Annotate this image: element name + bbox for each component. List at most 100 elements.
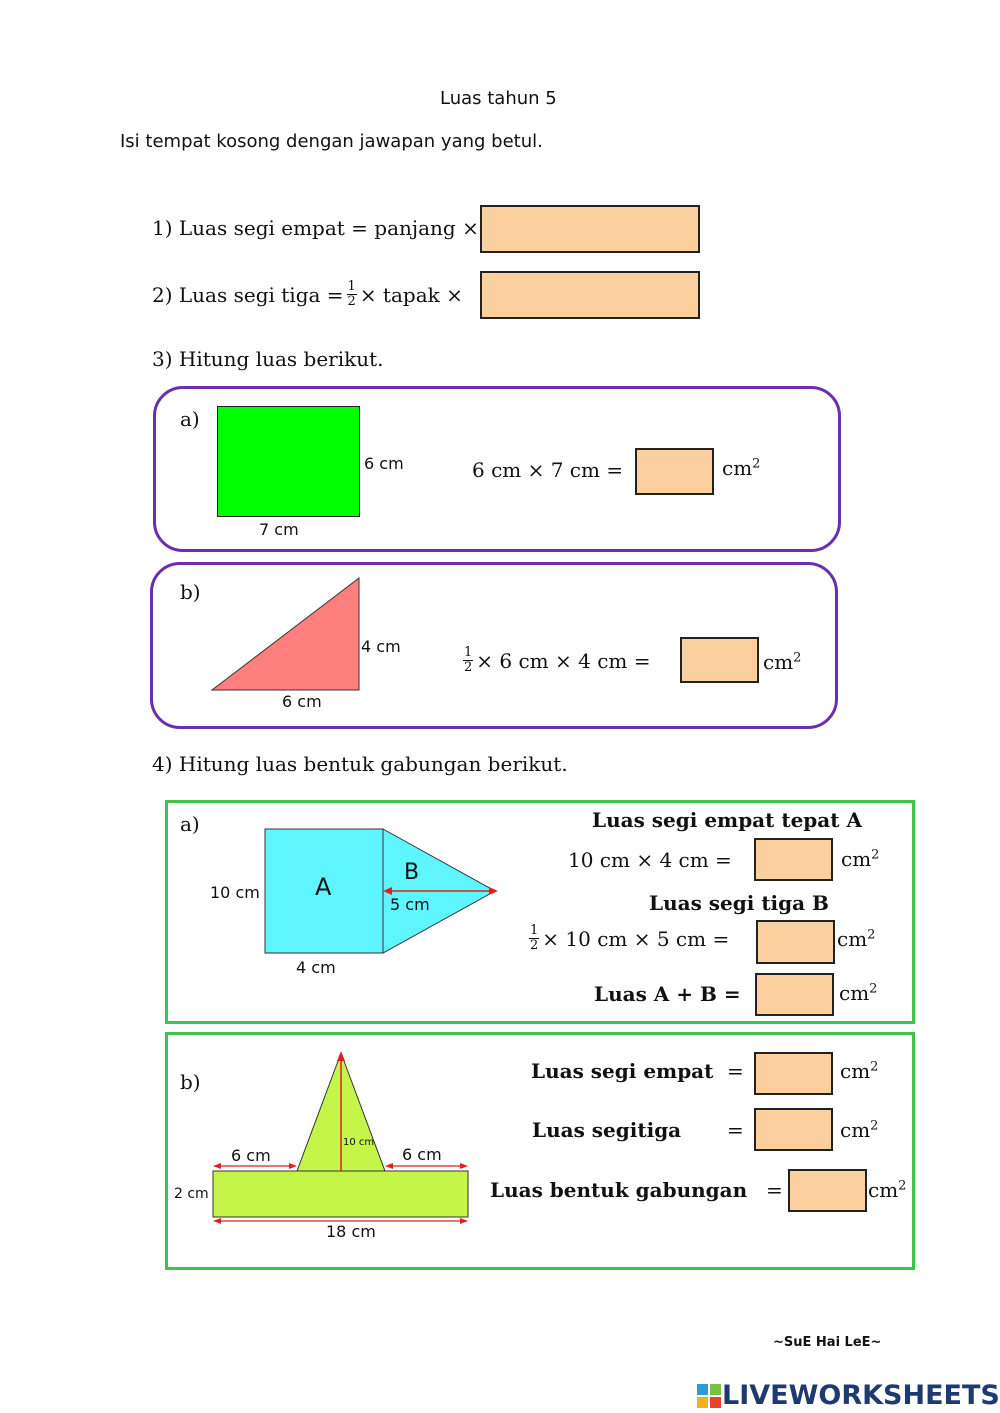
q3b-label: b) <box>180 580 201 604</box>
question-1: 1) Luas segi empat = panjang × <box>152 216 479 240</box>
q4a-unit-2: cm2 <box>837 927 875 951</box>
answer-field-q4a-total[interactable] <box>755 973 834 1016</box>
shape-label-b: B <box>404 860 420 885</box>
heading-triangle-b: Luas segi tiga B <box>649 891 829 915</box>
q3a-frame <box>153 386 841 552</box>
composite-shape-a <box>264 828 498 954</box>
answer-field-q4b-rectangle[interactable] <box>754 1052 833 1095</box>
unit: cm <box>837 927 868 951</box>
q4a-width-label: 4 cm <box>296 958 336 977</box>
q4b-rect-height-label: 2 cm <box>174 1186 209 1202</box>
q4a-expression-3: Luas A + B = <box>594 982 741 1006</box>
fraction-numerator: 1 <box>346 279 357 295</box>
fraction-numerator: 1 <box>463 645 474 661</box>
question-number: 4) <box>152 752 173 776</box>
q4b-frame <box>165 1032 915 1270</box>
unit: cm <box>722 456 753 480</box>
page-title: Luas tahun 5 <box>440 88 557 109</box>
q4b-triangle-label: Luas segitiga <box>532 1118 682 1142</box>
instruction: Isi tempat kosong dengan jawapan yang be… <box>120 131 543 152</box>
unit-exponent: 2 <box>870 1059 879 1075</box>
question-text: Luas segi tiga = <box>178 282 344 307</box>
question-number: 1) <box>152 216 173 240</box>
equals-sign: = <box>727 1118 744 1142</box>
unit-exponent: 2 <box>870 1118 879 1134</box>
question-number: 3) <box>152 347 173 371</box>
q4b-right-label: 6 cm <box>402 1145 442 1164</box>
answer-field-q2[interactable] <box>480 271 700 319</box>
author-signature: ~SuE Hai LeE~ <box>773 1335 882 1350</box>
q3a-expression: 6 cm × 7 cm = <box>472 458 624 482</box>
question-4: 4) Hitung luas bentuk gabungan berikut. <box>152 752 568 776</box>
q4a-expression-1: 10 cm × 4 cm = <box>568 848 732 872</box>
answer-field-q4a-triangle[interactable] <box>756 920 835 964</box>
q4b-rect-width-label: 18 cm <box>326 1222 376 1241</box>
q4a-unit-3: cm2 <box>839 981 877 1005</box>
q4b-unit-1: cm2 <box>840 1059 878 1083</box>
unit-exponent: 2 <box>752 456 761 472</box>
q3b-frame <box>150 562 838 729</box>
red-triangle <box>210 576 360 691</box>
q3a-unit: cm2 <box>722 456 760 480</box>
q4b-triangle-height-label: 10 cm <box>343 1137 375 1148</box>
fraction-numerator: 1 <box>529 923 540 939</box>
brand-name: LIVEWORKSHEETS <box>722 1380 1000 1411</box>
q4a-frame <box>165 800 915 1024</box>
q4b-composite-label: Luas bentuk gabungan <box>490 1178 748 1202</box>
unit-exponent: 2 <box>871 847 880 863</box>
unit-exponent: 2 <box>869 981 878 997</box>
q4b-left-label: 6 cm <box>231 1146 271 1165</box>
fraction-denominator: 2 <box>347 294 356 309</box>
expression-text: × 6 cm × 4 cm = <box>476 648 651 673</box>
unit: cm <box>763 650 794 674</box>
liveworksheets-logo-icon <box>697 1383 721 1408</box>
unit: cm <box>868 1178 899 1202</box>
fraction-denominator: 2 <box>530 938 539 953</box>
q4a-unit-1: cm2 <box>841 847 879 871</box>
question-text: Hitung luas bentuk gabungan berikut. <box>178 752 568 776</box>
heading-rectangle-a: Luas segi empat tepat A <box>592 808 862 832</box>
q4b-unit-3: cm2 <box>868 1178 906 1202</box>
q3b-base-label: 6 cm <box>282 692 322 711</box>
answer-field-q1[interactable] <box>480 205 700 253</box>
question-text: Hitung luas berikut. <box>178 347 384 371</box>
fraction-denominator: 2 <box>464 660 473 675</box>
q4a-height-label: 10 cm <box>210 883 260 902</box>
answer-field-q4b-total[interactable] <box>788 1169 867 1212</box>
equals-sign: = <box>766 1178 783 1202</box>
green-rectangle <box>217 406 360 517</box>
liveworksheets-logo: LIVEWORKSHEETS <box>697 1380 1000 1411</box>
unit: cm <box>839 981 870 1005</box>
unit-exponent: 2 <box>898 1178 907 1194</box>
unit: cm <box>840 1059 871 1083</box>
q4a-label: a) <box>180 812 200 836</box>
shape-label-a: A <box>315 873 332 901</box>
answer-field-q3b[interactable] <box>680 637 759 683</box>
question-number: 2) <box>152 282 173 307</box>
unit: cm <box>841 847 872 871</box>
answer-field-q4a-rectangle[interactable] <box>754 838 833 881</box>
q3a-width-label: 7 cm <box>259 520 299 539</box>
unit-exponent: 2 <box>867 927 876 943</box>
answer-field-q3a[interactable] <box>635 448 714 495</box>
equals-sign: = <box>727 1059 744 1083</box>
unit-exponent: 2 <box>793 650 802 666</box>
q3a-height-label: 6 cm <box>364 454 404 473</box>
q4b-rectangle-label: Luas segi empat <box>531 1059 714 1083</box>
question-text-b: × tapak × <box>359 282 463 307</box>
unit: cm <box>840 1118 871 1142</box>
q3b-height-label: 4 cm <box>361 637 401 656</box>
expression-text: × 10 cm × 5 cm = <box>542 926 730 951</box>
q4b-label: b) <box>180 1070 201 1094</box>
composite-shape-b <box>212 1051 469 1224</box>
q3a-label: a) <box>180 407 200 431</box>
q4a-triangle-height-label: 5 cm <box>390 895 430 914</box>
question-3: 3) Hitung luas berikut. <box>152 347 384 371</box>
answer-field-q4b-triangle[interactable] <box>754 1108 833 1151</box>
